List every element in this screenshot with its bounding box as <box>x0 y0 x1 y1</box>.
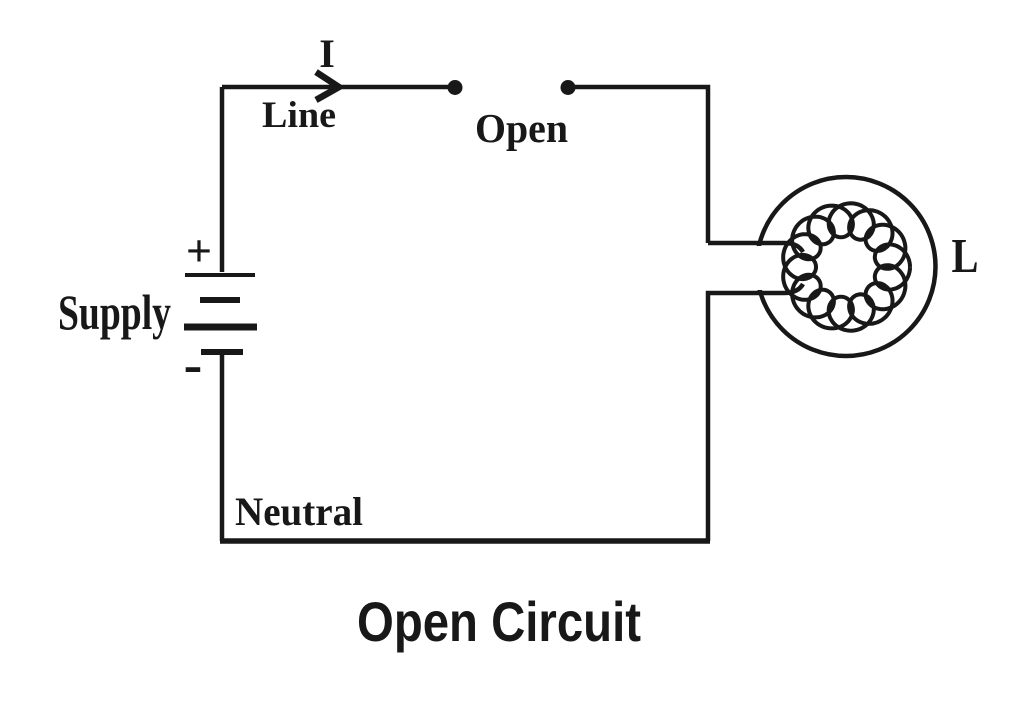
figure-caption: Open Circuit <box>357 590 641 653</box>
label-load: L <box>952 228 979 283</box>
battery-positive-label: + <box>186 225 212 276</box>
label-neutral: Neutral <box>235 489 363 534</box>
label-supply: Supply <box>58 284 171 340</box>
battery-cells-icon <box>184 273 257 355</box>
wire-load-stub-bottom-and-right-drop <box>705 282 805 541</box>
load-entry-channel <box>696 246 790 290</box>
wire-load-stub-top <box>708 240 805 254</box>
switch-contact-dot-left <box>447 80 463 95</box>
wire-line-right <box>568 84 711 243</box>
switch-contact-dot-right <box>560 80 576 95</box>
label-line: Line <box>262 95 336 136</box>
battery-negative-label: - <box>184 334 203 396</box>
label-current: I <box>319 31 335 76</box>
inductor-coil-icon <box>781 201 912 333</box>
label-open-switch: Open <box>475 105 568 151</box>
current-direction-arrow-icon <box>314 69 346 103</box>
